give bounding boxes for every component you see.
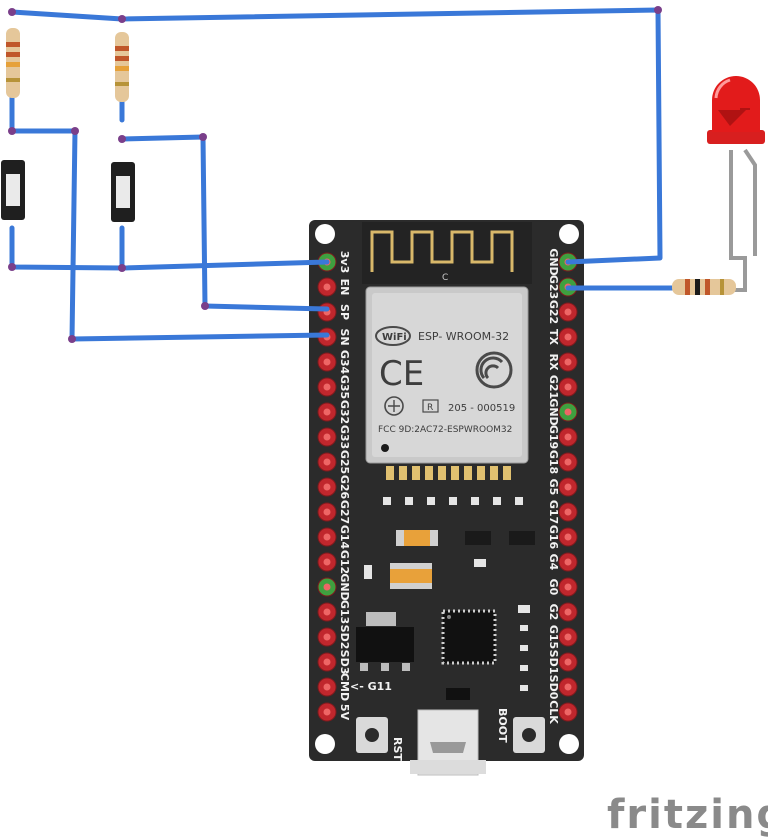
pin-label-left: GND (338, 573, 351, 600)
antenna: C (362, 222, 532, 284)
boot-label: BOOT (496, 708, 509, 743)
pin-label-left: G32 (338, 400, 351, 424)
right-pin-labels: GNDG23G22TXRXG21GNDG19G18G5G17G16G4G0G2G… (547, 248, 560, 724)
pin-label-right: TX (547, 329, 560, 346)
pin-label-right: SD0 (547, 675, 560, 700)
mount-hole (315, 734, 335, 754)
r-mark: R (427, 403, 433, 413)
pin1-dot (381, 444, 389, 452)
pin-label-right: SD1 (547, 650, 560, 675)
resistor-3 (672, 279, 736, 295)
junction-dots (8, 6, 662, 343)
rst-button[interactable] (356, 717, 388, 753)
module-pad (451, 466, 459, 480)
mount-hole (315, 224, 335, 244)
wire-btn2-top (119, 134, 330, 312)
pin-label-left: G34 (338, 350, 351, 375)
module-pad (438, 466, 446, 480)
pin-label-right: G17 (547, 500, 560, 524)
module-pad (464, 466, 472, 480)
pin-label-right: G15 (547, 625, 560, 649)
pin-label-right: G18 (547, 450, 560, 474)
resistor-1 (6, 28, 20, 98)
pushbutton-2[interactable] (111, 162, 135, 222)
pin-label-left: G27 (338, 500, 351, 524)
mount-hole (559, 734, 579, 754)
module-pad (477, 466, 485, 480)
pin-label-right: G16 (547, 525, 560, 550)
pushbutton-1[interactable] (1, 160, 25, 220)
cert-icon (384, 396, 404, 416)
pin-label-left: CMD (338, 673, 351, 701)
pin-label-left: G12 (338, 550, 351, 574)
pin-label-right: G22 (547, 300, 560, 324)
pin-label-right: G21 (547, 375, 560, 399)
boot-button[interactable] (513, 717, 545, 753)
pin-label-left: 3v3 (338, 251, 351, 273)
pin-label-left: SD2 (338, 625, 351, 650)
cert-number: 205 - 000519 (448, 403, 515, 414)
pin-label-left: 5V (338, 704, 351, 721)
rst-label: RST (391, 737, 404, 761)
pin-label-left: SN (338, 328, 351, 345)
pin-label-left: SD3 (338, 650, 351, 675)
pin-label-right: RX (547, 354, 560, 371)
pin-label-right: G4 (547, 554, 560, 571)
fritzing-watermark: fritzing (607, 792, 768, 838)
red-led (707, 76, 765, 144)
wifi-logo: WiFi (375, 326, 411, 346)
module-pad (412, 466, 420, 480)
resistor-2 (115, 32, 129, 102)
pin-label-left: G35 (338, 375, 351, 399)
antenna-label: C (442, 273, 448, 283)
module-pads (386, 466, 511, 480)
pin-label-left: G26 (338, 475, 351, 500)
module-brand: ESP- WROOM-32 (418, 330, 509, 343)
pin-label-right: CLK (547, 700, 560, 724)
g11-label: <- G11 (350, 680, 392, 693)
module-pad (386, 466, 394, 480)
pin-label-right: G19 (547, 425, 560, 449)
pin-label-right: GND (547, 398, 560, 425)
diode (446, 688, 470, 700)
pin-label-left: SP (338, 304, 351, 320)
module-pad (503, 466, 511, 480)
mount-hole (559, 224, 579, 244)
regulator-chip (356, 612, 414, 671)
pin-label-right: G0 (547, 579, 560, 596)
pin-label-right: G2 (547, 604, 560, 621)
pin-label-right: G23 (547, 275, 560, 299)
smd-parts (364, 497, 535, 691)
module-pad (399, 466, 407, 480)
pin-label-left: G14 (338, 525, 351, 550)
wire-btn1-top (9, 128, 330, 342)
led-legs (729, 148, 757, 292)
usb-port[interactable] (410, 709, 486, 776)
pin-label-left: EN (338, 279, 351, 296)
fcc-id: FCC 9D:2AC72-ESPWROOM32 (378, 425, 512, 435)
pin-label-right: G5 (547, 479, 560, 496)
wifi-signal-icon (475, 351, 513, 389)
pin-label-right: GND (547, 248, 560, 275)
ce-mark: CE (379, 354, 424, 394)
wroom-module: WiFi ESP- WROOM-32 CE R 205 - 000519 FCC… (365, 286, 529, 464)
pin-label-left: G25 (338, 450, 351, 474)
pin-label-left: G33 (338, 425, 351, 449)
usb-uart-chip (441, 609, 497, 665)
left-header-pins (317, 252, 337, 722)
module-pad (425, 466, 433, 480)
pin-label-left: G13 (338, 600, 351, 624)
esp32-board: C WiFi ESP- WROOM-32 CE R 205 - 000 (309, 220, 584, 776)
module-pad (490, 466, 498, 480)
wire-btn1-bottom (9, 225, 330, 271)
svg-text:WiFi: WiFi (382, 332, 407, 343)
